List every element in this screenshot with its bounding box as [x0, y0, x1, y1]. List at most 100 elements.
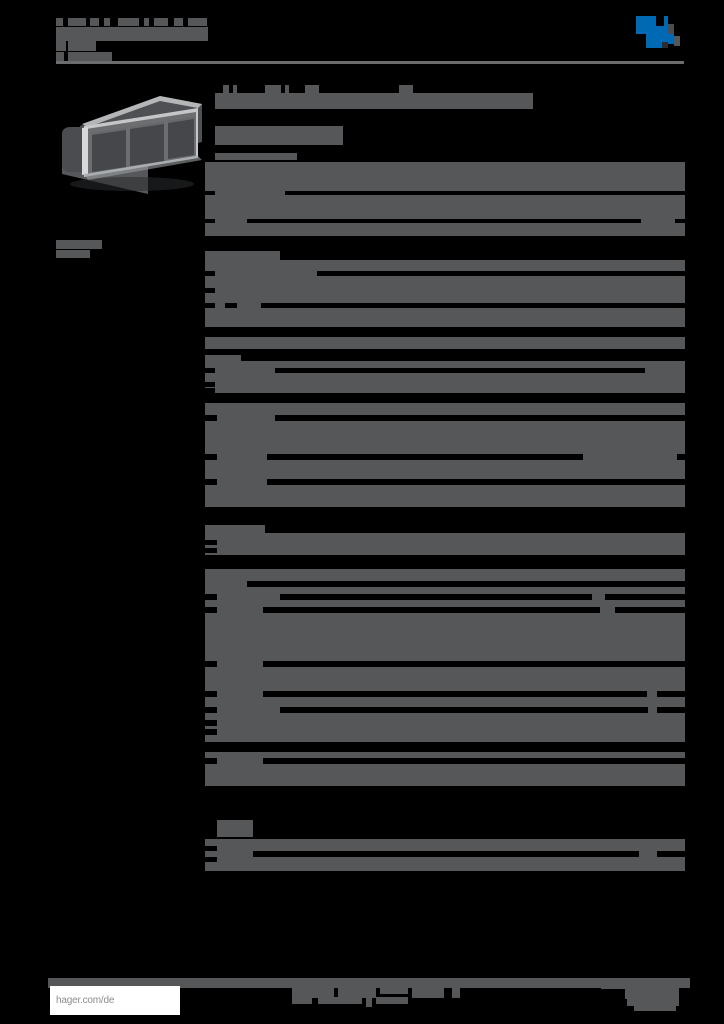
spec-row-gap: [657, 691, 685, 697]
spec-row-gap: [205, 594, 217, 600]
spec-row-gap: [205, 303, 215, 308]
hager-logo-svg: [636, 16, 680, 48]
footer-right-bar: [601, 983, 627, 989]
spec-row-gap: [205, 846, 217, 851]
spec-row-gap: [285, 191, 685, 195]
spec-row-gap: [263, 691, 647, 697]
spec-row-gap: [275, 368, 645, 373]
product-title-bar: [399, 85, 413, 93]
product-photo-svg: [62, 96, 202, 194]
section-electrical: [205, 337, 685, 349]
footer-right-bar: [634, 1004, 676, 1011]
header-text-redacted: [68, 18, 86, 26]
spec-table: [205, 85, 685, 875]
section-technical-data: [205, 160, 685, 236]
footer-center-bar: [452, 985, 460, 998]
footer-center-bar: [318, 997, 362, 1004]
spec-row-gap: [205, 820, 217, 840]
spec-row-gap: [205, 750, 685, 752]
spec-row-gap: [675, 219, 685, 223]
spec-row-gap: [225, 303, 237, 308]
spec-row-gap: [265, 525, 685, 533]
page-footer: [0, 960, 724, 1024]
header-text-redacted: [56, 18, 63, 26]
header-text-redacted: [56, 41, 66, 51]
spec-row-gap: [263, 758, 685, 764]
footer-center-bar: [366, 997, 372, 1007]
spec-row-gap: [205, 607, 217, 613]
header-title-redacted: [0, 0, 724, 72]
spec-row-gap: [263, 661, 685, 667]
spec-row-gap: [205, 707, 217, 713]
page-header: [0, 0, 724, 72]
spec-row-gap: [205, 401, 685, 403]
spec-row-gap: [267, 454, 583, 460]
header-divider: [56, 61, 684, 64]
header-text-redacted: [56, 52, 64, 61]
product-caption-bar: [56, 250, 90, 258]
footer-center-bar: [292, 985, 334, 998]
footer-divider: [48, 978, 690, 988]
spec-row-gap: [261, 303, 685, 308]
spec-row-gap: [267, 479, 685, 485]
header-text-redacted: [90, 18, 99, 26]
spec-row-gap: [657, 707, 685, 713]
product-caption-bar: [56, 240, 102, 249]
spec-row-gap: [205, 368, 215, 373]
section-properties: [205, 355, 685, 393]
product-title-bar: [233, 85, 237, 93]
spec-row-gap: [205, 415, 217, 421]
product-title-bar: [223, 85, 229, 93]
spec-row-gap: [280, 594, 592, 600]
spec-row-gap: [205, 691, 217, 697]
hager-logo-icon: [634, 14, 686, 50]
footer-right-bar: [625, 983, 679, 999]
header-text-redacted: [118, 18, 139, 26]
spec-row-gap: [253, 851, 639, 857]
spec-row-gap: [677, 454, 685, 460]
product-photo: [52, 82, 207, 197]
spec-row-gap: [263, 607, 600, 613]
footer-right-bar: [627, 997, 679, 1006]
header-text-redacted: [68, 52, 112, 61]
header-text-redacted: [56, 27, 208, 41]
spec-row-gap: [205, 382, 215, 387]
spec-row-gap: [615, 607, 685, 613]
header-text-redacted: [188, 18, 207, 26]
header-text-redacted: [68, 41, 96, 51]
header-text-redacted: [174, 18, 183, 26]
spec-row-gap: [241, 355, 685, 361]
product-caption-redacted: [56, 240, 196, 300]
footer-center-bar: [376, 997, 408, 1004]
spec-row-gap: [605, 594, 685, 600]
product-title-bar: [215, 93, 533, 109]
spec-row-gap: [205, 271, 215, 276]
footer-url-link[interactable]: hager.com/de: [50, 986, 180, 1015]
spec-row-gap: [205, 837, 685, 839]
product-subtitle-bar: [215, 126, 343, 145]
spec-row-gap: [205, 288, 215, 293]
spec-row-gap: [317, 271, 685, 276]
spec-row-gap: [205, 661, 217, 667]
product-title-bar: [285, 85, 289, 93]
header-text-redacted: [104, 18, 110, 26]
spec-row-gap: [205, 729, 217, 735]
spec-row-gap: [247, 219, 641, 223]
product-title-redacted: [205, 85, 685, 121]
footer-center-bar: [292, 997, 312, 1004]
spec-row-gap: [280, 707, 648, 713]
spec-row-gap: [205, 857, 217, 862]
spec-row-gap: [205, 548, 217, 553]
spec-row-gap: [205, 454, 217, 460]
spec-row-gap: [275, 415, 685, 421]
footer-center-bar: [338, 985, 376, 998]
spec-row-gap: [205, 567, 685, 569]
header-text-redacted: [144, 18, 149, 26]
product-title-bar: [305, 85, 319, 93]
spec-row-gap: [205, 540, 217, 545]
footer-center-bar: [412, 985, 444, 998]
header-text-redacted: [154, 18, 168, 26]
spec-row-gap: [205, 720, 217, 726]
spec-row-gap: [657, 851, 685, 857]
